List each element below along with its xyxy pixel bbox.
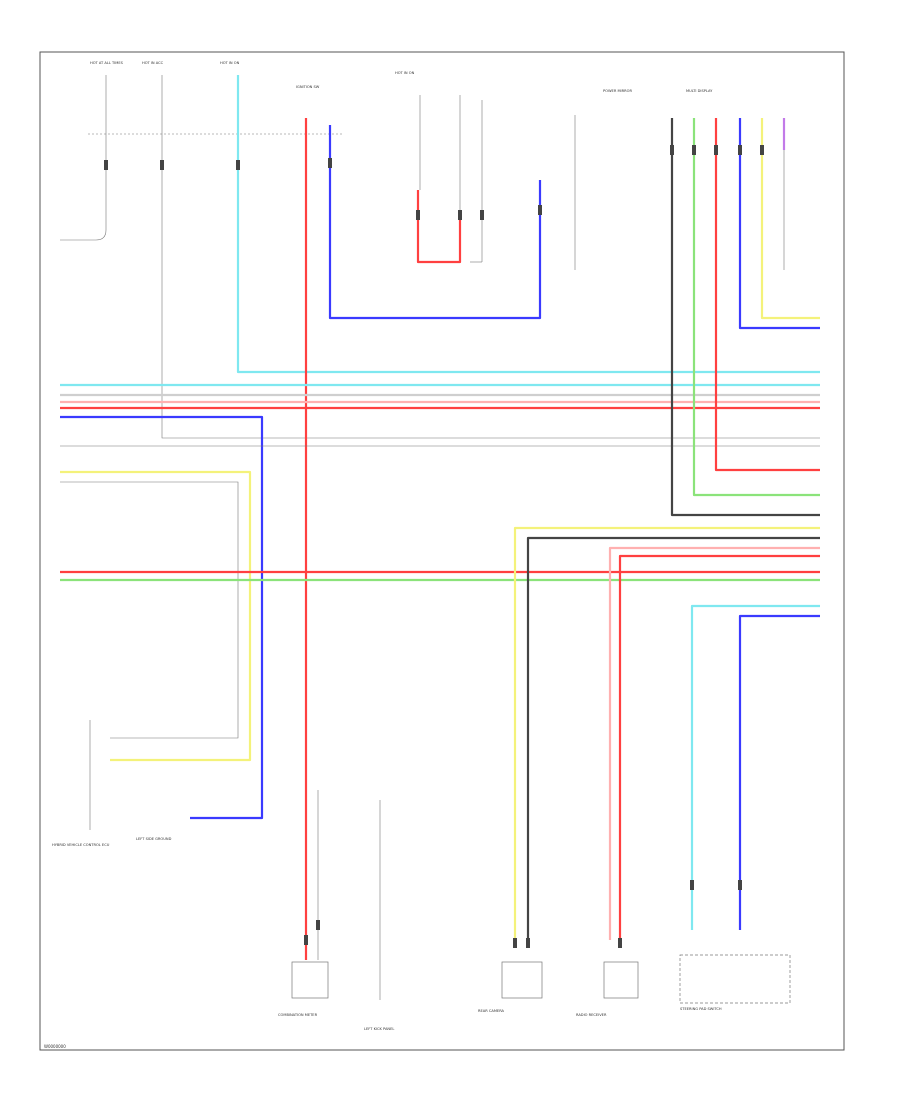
bottom-label-2: LEFT KICK PANEL bbox=[364, 1027, 394, 1031]
connector-top-3 bbox=[236, 160, 240, 170]
connector-bottom-5 bbox=[618, 938, 622, 948]
fuse-label-2: HOT IN ACC bbox=[142, 61, 164, 65]
connector-right-3 bbox=[714, 145, 718, 155]
yellow-lower-right-wire bbox=[513, 526, 820, 940]
blue-steering-wire bbox=[738, 614, 820, 930]
green-right-wire bbox=[692, 118, 820, 497]
red-right-wire bbox=[714, 118, 820, 472]
combination-meter-box bbox=[291, 961, 329, 999]
connector-top-2 bbox=[160, 160, 164, 170]
fuse-label-3: HOT IN ON bbox=[220, 61, 240, 65]
red-radio-wire-2 bbox=[618, 554, 820, 940]
connector-bottom-2 bbox=[316, 920, 320, 930]
connector-top-4 bbox=[328, 158, 332, 168]
connector-bottom-6 bbox=[690, 880, 694, 890]
connector-mirror-1 bbox=[416, 210, 420, 220]
connector-right-1 bbox=[670, 145, 674, 155]
bottom-label-4: RADIO RECEIVER bbox=[576, 1013, 607, 1017]
connector-bottom-4 bbox=[526, 938, 530, 948]
cyan-steering-wire bbox=[690, 604, 820, 930]
fuse-label-4: HOT IN ON bbox=[395, 71, 415, 75]
connector-bottom-7 bbox=[738, 880, 742, 890]
yellow-left-wire bbox=[60, 470, 252, 762]
ignition-switch-label: IGNITION SW bbox=[296, 85, 320, 89]
right-top-block-label: MULTI DISPLAY bbox=[686, 89, 713, 93]
fuse-1-drop bbox=[60, 75, 107, 241]
red-u-wire bbox=[416, 190, 462, 264]
blue-loop-wire bbox=[328, 125, 542, 320]
gray-right-trunk-wire bbox=[670, 118, 820, 517]
fuse-2-drop bbox=[161, 75, 820, 439]
diagram-frame bbox=[39, 51, 845, 1051]
cyan-upper-wire bbox=[236, 75, 820, 374]
blue-right-wire bbox=[738, 118, 820, 330]
connector-mirror-3 bbox=[480, 210, 484, 220]
yellow-right-wire bbox=[760, 118, 820, 320]
left-block-label: HYBRID VEHICLE CONTROL ECU bbox=[52, 843, 110, 847]
connector-right-4 bbox=[738, 145, 742, 155]
gray-lower-right-wire bbox=[526, 536, 820, 940]
rear-camera-box bbox=[501, 961, 543, 999]
red-radio-wire bbox=[608, 546, 820, 940]
bottom-label-1: COMBINATION METER bbox=[278, 1013, 318, 1017]
connector-top-1 bbox=[104, 160, 108, 170]
bottom-label-3: REAR CAMERA bbox=[478, 1009, 505, 1013]
connector-mirror-2 bbox=[458, 210, 462, 220]
connector-relay bbox=[538, 205, 542, 215]
left-ground-label: LEFT SIDE GROUND bbox=[136, 837, 172, 841]
connector-bottom-3 bbox=[513, 938, 517, 948]
steering-switch-box bbox=[679, 954, 791, 1004]
white-left-wire bbox=[60, 481, 239, 739]
blue-harness-wire bbox=[60, 415, 264, 820]
fuse-label-1: HOT AT ALL TIMES bbox=[90, 61, 124, 65]
footer-code: W0000000 bbox=[44, 1044, 66, 1049]
bottom-label-5: STEERING PAD SWITCH bbox=[680, 1007, 722, 1011]
mirror-module-label: POWER MIRROR bbox=[603, 89, 632, 93]
radio-receiver-box bbox=[603, 961, 639, 999]
connector-right-2 bbox=[692, 145, 696, 155]
connector-bottom-1 bbox=[304, 935, 308, 945]
connector-right-5 bbox=[760, 145, 764, 155]
